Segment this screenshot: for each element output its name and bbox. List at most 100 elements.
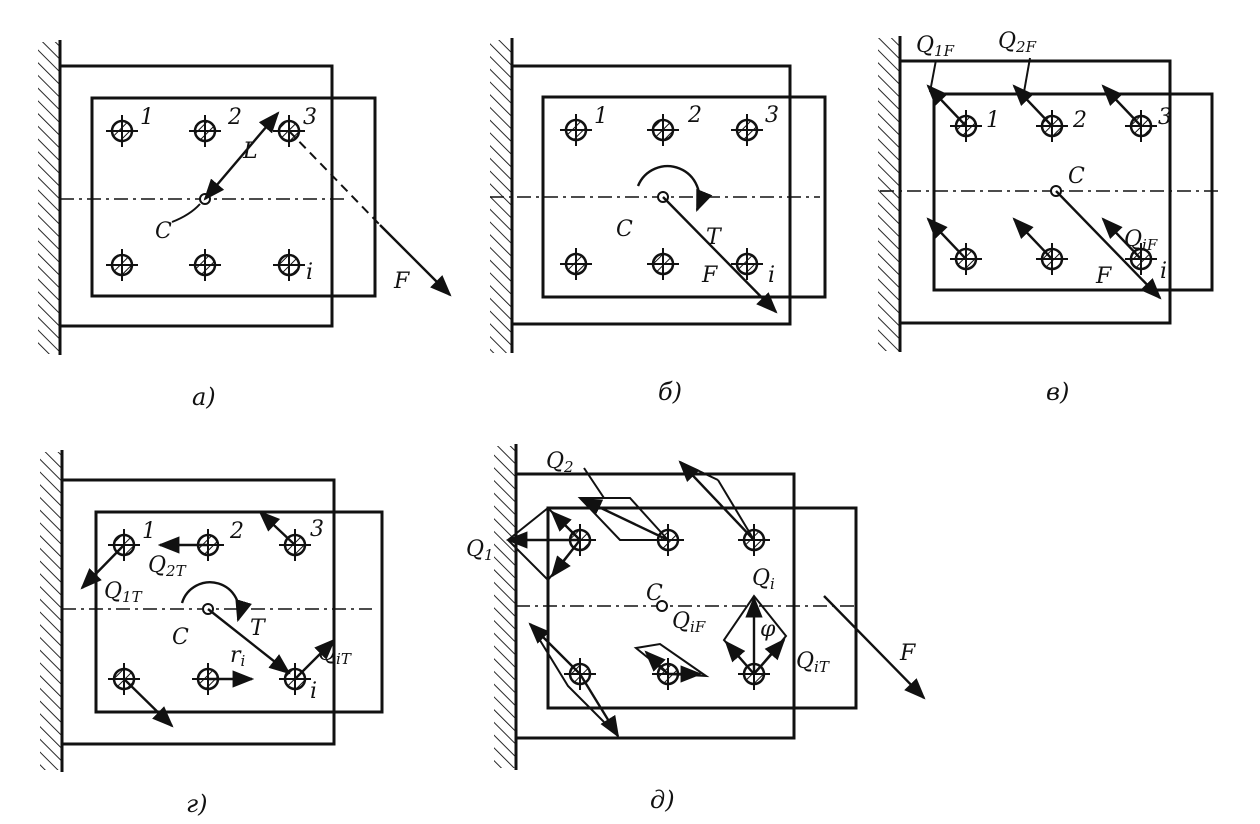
bracket-plate	[932, 92, 1214, 292]
panel-caption: г)	[186, 790, 208, 818]
bolt	[560, 114, 592, 146]
force-line-of-action	[288, 130, 381, 226]
qi-label: Qi	[752, 566, 775, 593]
q1-label: Q1	[466, 537, 494, 564]
bolt-load-arrow	[1101, 217, 1142, 260]
center-label: C	[616, 217, 633, 242]
component-arrow	[550, 510, 581, 541]
gusset-plate	[58, 64, 334, 328]
bracket-plate	[546, 506, 858, 710]
panel-caption: в)	[1046, 378, 1069, 406]
panel-b: 1 2 3 i C T F б)	[490, 38, 827, 406]
angle-label: φ	[760, 617, 776, 642]
force-label: F	[393, 269, 410, 294]
panel-a: 1 2 3 i C L F а)	[38, 40, 452, 411]
panel-v: Q1F Q2F QiF 1 2 3 i C F в)	[878, 29, 1222, 406]
bolt-load-arrow	[294, 638, 336, 680]
q1f-label: Q1F	[916, 33, 955, 60]
bolt-label: 2	[1072, 108, 1087, 133]
gusset-plate	[60, 478, 336, 746]
bolt-label: 1	[986, 108, 1000, 133]
q2f-label: Q2F	[998, 29, 1037, 56]
bolt	[560, 248, 592, 280]
bolt	[731, 248, 763, 280]
panel-d: Q1 Q2 Qi QiF QiT φ C F д)	[466, 444, 926, 814]
panel-caption: б)	[658, 378, 682, 406]
bolt	[189, 249, 221, 281]
bolt-load-arrow	[1101, 84, 1142, 127]
component-arrow	[724, 640, 755, 675]
label-leader	[929, 59, 937, 93]
torque-label: T	[250, 616, 267, 641]
bolt	[647, 248, 679, 280]
wall-hatch	[38, 42, 60, 354]
bolt	[189, 115, 221, 147]
center-leader	[171, 203, 201, 223]
bolt-label: 3	[303, 105, 317, 130]
force-parallelogram	[506, 506, 582, 582]
force-label: F	[701, 263, 718, 288]
bolt-load-arrow	[80, 544, 125, 590]
q2-label: Q2	[546, 449, 574, 476]
bolt-label: 2	[229, 519, 244, 544]
bolt-load-arrow	[258, 510, 296, 546]
force-arrow	[823, 595, 926, 700]
bolt	[106, 115, 138, 147]
bolt-label: 1	[142, 519, 156, 544]
bolt	[647, 114, 679, 146]
bolt-label: i	[306, 260, 313, 285]
center-label: C	[172, 625, 189, 650]
bolt-load-arrow	[926, 84, 967, 127]
force-parallelogram-edge	[679, 461, 719, 481]
bolt-label: 3	[765, 103, 779, 128]
torque-arc-arrow	[636, 164, 713, 213]
bolt-load-arrow	[1012, 217, 1053, 260]
wall-hatch	[878, 38, 900, 351]
label-leader	[1023, 57, 1031, 93]
force-parallelogram-edge	[529, 623, 619, 737]
wall-hatch	[494, 446, 516, 768]
q1t-label: Q1T	[104, 579, 143, 606]
component-arrow	[753, 638, 786, 675]
label-leader	[583, 467, 605, 499]
force-label: F	[1095, 264, 1112, 289]
bolt-label: i	[1160, 259, 1167, 284]
qit-label: QiT	[318, 641, 352, 668]
bolt-load-arrow	[926, 217, 967, 260]
resultant-arrow	[678, 460, 755, 541]
bolt	[731, 114, 763, 146]
bolt-label: 1	[140, 105, 154, 130]
resultant-arrow	[578, 673, 620, 738]
gusset-plate	[510, 64, 792, 326]
qif-label: QiF	[672, 609, 706, 636]
radius-label: ri	[230, 643, 246, 670]
panel-caption: д)	[650, 786, 675, 814]
bolt-label: 3	[1158, 105, 1172, 130]
force-arrow	[379, 224, 452, 297]
bracket-plate	[94, 510, 384, 714]
centroid-marker	[656, 600, 668, 612]
bolt-label: i	[768, 263, 775, 288]
component-arrow	[550, 539, 581, 578]
wall-hatch	[40, 452, 62, 770]
torque-label: T	[706, 225, 723, 250]
component-arrow	[528, 622, 581, 675]
center-label: C	[155, 219, 172, 244]
bracket-plate	[90, 96, 377, 298]
force-parallelogram	[577, 497, 671, 541]
bracket-plate	[541, 95, 827, 299]
force-arrow	[1055, 190, 1162, 300]
radius-arrow	[207, 608, 291, 675]
bolt-label: i	[310, 679, 317, 704]
force-parallelogram-edge	[717, 479, 755, 541]
bolt	[273, 249, 305, 281]
bolt-load-arrow	[1012, 84, 1053, 127]
force-label: F	[899, 641, 916, 666]
panel-caption: а)	[192, 383, 216, 411]
qit-label: QiT	[796, 649, 830, 676]
torque-arc-arrow	[180, 581, 252, 623]
center-label: C	[646, 581, 663, 606]
resultant-arrow	[580, 497, 669, 542]
qif-label: QiF	[1124, 227, 1158, 254]
